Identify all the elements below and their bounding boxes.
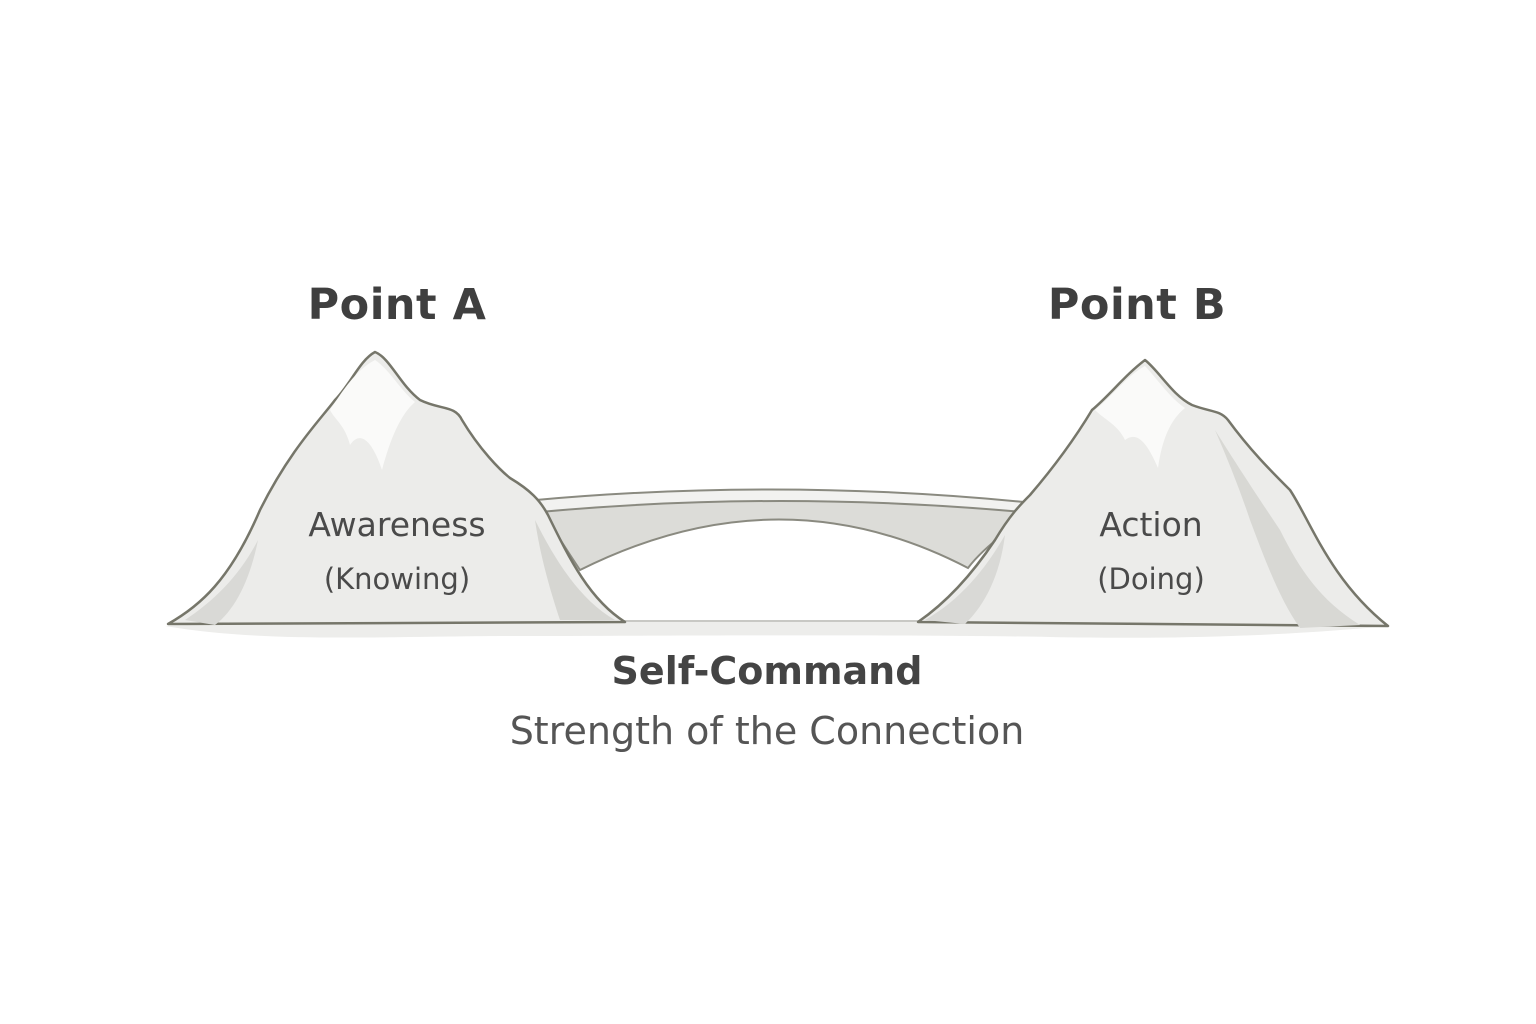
bridge-title: Self-Command bbox=[611, 649, 923, 693]
point-b-sublabel: (Doing) bbox=[1097, 562, 1205, 596]
point-a-title: Point A bbox=[307, 280, 487, 330]
point-b-title: Point B bbox=[1047, 280, 1227, 330]
point-a-sublabel: (Knowing) bbox=[323, 562, 471, 596]
mountain-a-shadow bbox=[535, 520, 615, 620]
mountain-b-shadow bbox=[1215, 430, 1360, 628]
ground-base bbox=[165, 621, 1390, 638]
mountain-b-shadow-left bbox=[925, 535, 1005, 624]
point-a-label: Awareness bbox=[308, 505, 486, 544]
mountain-a-snow-highlight bbox=[330, 360, 415, 470]
point-b-label: Action bbox=[1099, 505, 1203, 544]
mountain-a bbox=[166, 350, 627, 626]
mountain-b bbox=[916, 358, 1390, 628]
bridge-subtitle: Strength of the Connection bbox=[509, 709, 1025, 753]
mountain-a-body bbox=[166, 350, 627, 626]
mountain-a-shadow-left bbox=[185, 540, 258, 625]
bridge bbox=[534, 488, 1026, 572]
mountain-b-snow-highlight bbox=[1095, 366, 1185, 468]
